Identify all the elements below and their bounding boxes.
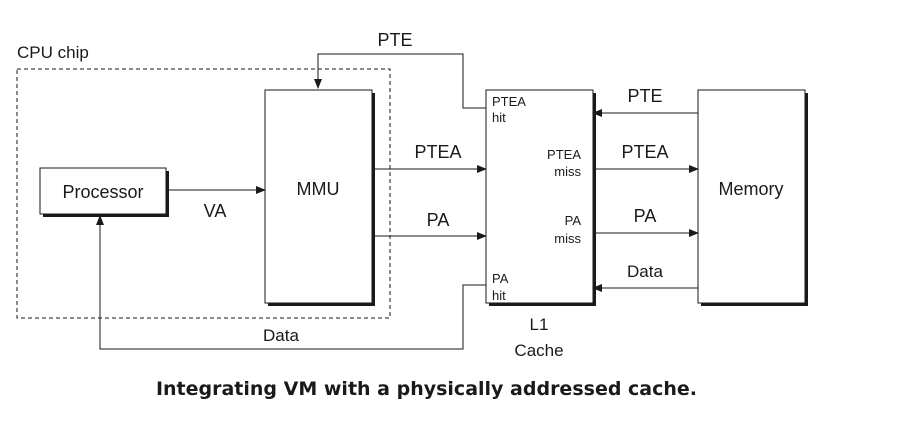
cache-title-cache: Cache [514,341,563,360]
processor-label: Processor [62,182,143,202]
pa-right-label: PA [634,206,657,226]
cache-ptea-miss-label: PTEA [547,147,581,162]
ptea-left-label: PTEA [414,142,461,162]
memory-box [697,89,806,304]
mmu-box [264,89,373,304]
pte-top-arrow [314,53,486,109]
mmu-label: MMU [297,179,340,199]
data-right-label: Data [627,262,663,281]
data-bottom-label: Data [263,326,299,345]
cpu-chip-label: CPU chip [17,43,89,62]
ptea-right-label: PTEA [621,142,668,162]
pte-top-label: PTE [377,30,412,50]
data-bottom-arrow [96,215,486,350]
cache-ptea-hit-label-2: hit [492,110,506,125]
cache-ptea-miss-label-2: miss [554,164,581,179]
cache-box [485,89,594,304]
memory-label: Memory [718,179,783,199]
cache-title-l1: L1 [530,315,549,334]
pte-right-label: PTE [627,86,662,106]
cache-pa-miss-label: PA [565,213,582,228]
processor-box [39,167,167,215]
cache-pa-miss-label-2: miss [554,231,581,246]
cache-ptea-hit-label: PTEA [492,94,526,109]
va-label: VA [204,201,227,221]
figure-caption: Integrating VM with a physically address… [155,378,698,400]
pa-left-label: PA [427,210,450,230]
cpu-chip-boundary [16,68,391,319]
cache-pa-hit-label-2: hit [492,288,506,303]
cache-pa-hit-label: PA [492,271,509,286]
